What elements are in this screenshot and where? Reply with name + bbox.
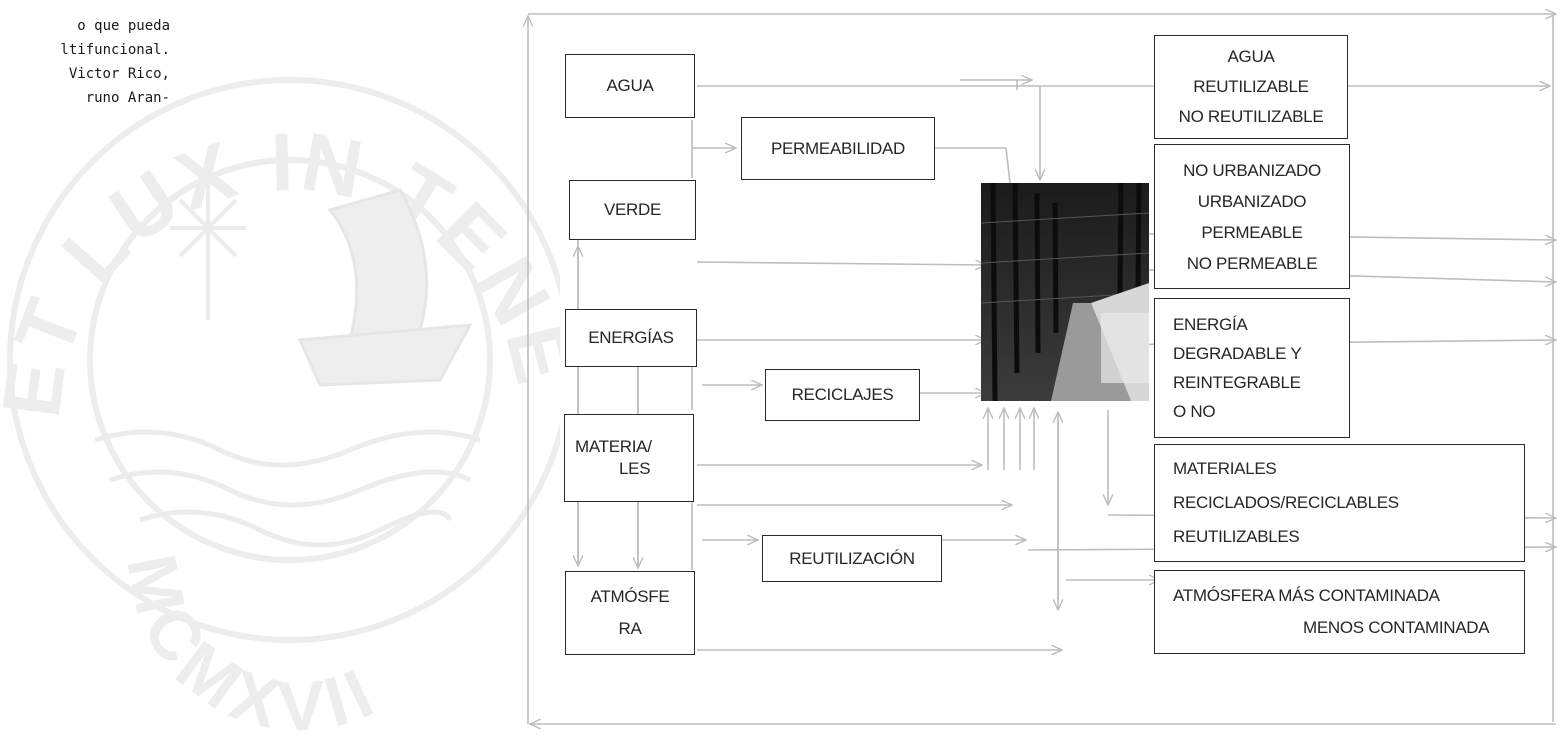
verde-arrow: [696, 262, 986, 265]
input-atmosfera-line-1: ATMÓSFE: [590, 587, 670, 606]
output-agua-line-1: AGUA: [1227, 47, 1275, 66]
input-atmosfera: ATMÓSFE RA: [565, 571, 695, 655]
output-materiales-line-1: MATERIALES: [1173, 459, 1277, 478]
output-energia-line-1: ENERGÍA: [1173, 315, 1248, 334]
side-line-3: Victor Rico,: [68, 66, 170, 82]
input-verde-label: VERDE: [603, 200, 662, 219]
process-reciclajes-label: RECICLAJES: [791, 385, 894, 404]
side-line-1: o que pueda: [77, 18, 170, 34]
input-atmosfera-line-2: RA: [618, 619, 642, 638]
output-materiales: MATERIALES RECICLADOS/RECICLABLES REUTIL…: [1154, 444, 1525, 562]
output-atmosfera-line-2: MENOS CONTAMINADA: [1303, 618, 1490, 637]
university-seal-watermark: ET LUX IN TENEBRIS MCMXVII: [0, 0, 560, 736]
input-materiales-line-1: MATERIA/: [575, 437, 652, 456]
output-agua-line-2: REUTILIZABLE: [1193, 77, 1309, 96]
input-agua: AGUA: [565, 54, 695, 118]
output-energia-line-3: REINTEGRABLE: [1173, 373, 1301, 392]
output-urbanizado-line-4: NO PERMEABLE: [1186, 253, 1318, 273]
output-atmosfera-line-1: ATMÓSFERA MÁS CONTAMINADA: [1173, 586, 1440, 605]
input-agua-label: AGUA: [606, 76, 654, 95]
process-reciclajes: RECICLAJES: [765, 369, 920, 421]
output-materiales-line-3: REUTILIZABLES: [1173, 527, 1300, 546]
output-urbanizado-line-3: PERMEABLE: [1201, 222, 1303, 242]
output-urbanizado: NO URBANIZADO URBANIZADO PERMEABLE NO PE…: [1154, 144, 1350, 289]
side-paragraph: o que pueda ltifuncional. Victor Rico, r…: [0, 14, 170, 110]
output-energia-line-2: DEGRADABLE Y: [1173, 344, 1302, 363]
process-permeabilidad: PERMEABILIDAD: [741, 117, 935, 180]
input-energias-label: ENERGÍAS: [588, 328, 674, 347]
tree-path-photo: [981, 183, 1149, 401]
output-urbanizado-line-1: NO URBANIZADO: [1183, 160, 1321, 180]
input-materiales: MATERIA/ LES: [564, 414, 694, 502]
output-atmosfera: ATMÓSFERA MÁS CONTAMINADA MENOS CONTAMIN…: [1154, 570, 1525, 654]
process-permeabilidad-label: PERMEABILIDAD: [770, 138, 906, 158]
output-materiales-line-2: RECICLADOS/RECICLABLES: [1173, 493, 1399, 512]
side-line-2: ltifuncional.: [60, 42, 170, 58]
input-verde: VERDE: [569, 180, 696, 240]
output-agua: AGUA REUTILIZABLE NO REUTILIZABLE: [1154, 35, 1348, 139]
side-line-4: runo Aran-: [85, 90, 170, 106]
output-energia-line-4: O NO: [1173, 402, 1216, 421]
output-urbanizado-line-2: URBANIZADO: [1197, 191, 1307, 211]
output-agua-line-3: NO REUTILIZABLE: [1178, 107, 1324, 126]
input-energias: ENERGÍAS: [565, 309, 697, 367]
output-energia: ENERGÍA DEGRADABLE Y REINTEGRABLE O NO: [1154, 298, 1350, 438]
process-reutilizacion: REUTILIZACIÓN: [762, 535, 942, 582]
input-materiales-line-2: LES: [619, 459, 651, 478]
process-reutilizacion-label: REUTILIZACIÓN: [789, 548, 915, 568]
photo-image: [981, 183, 1149, 401]
